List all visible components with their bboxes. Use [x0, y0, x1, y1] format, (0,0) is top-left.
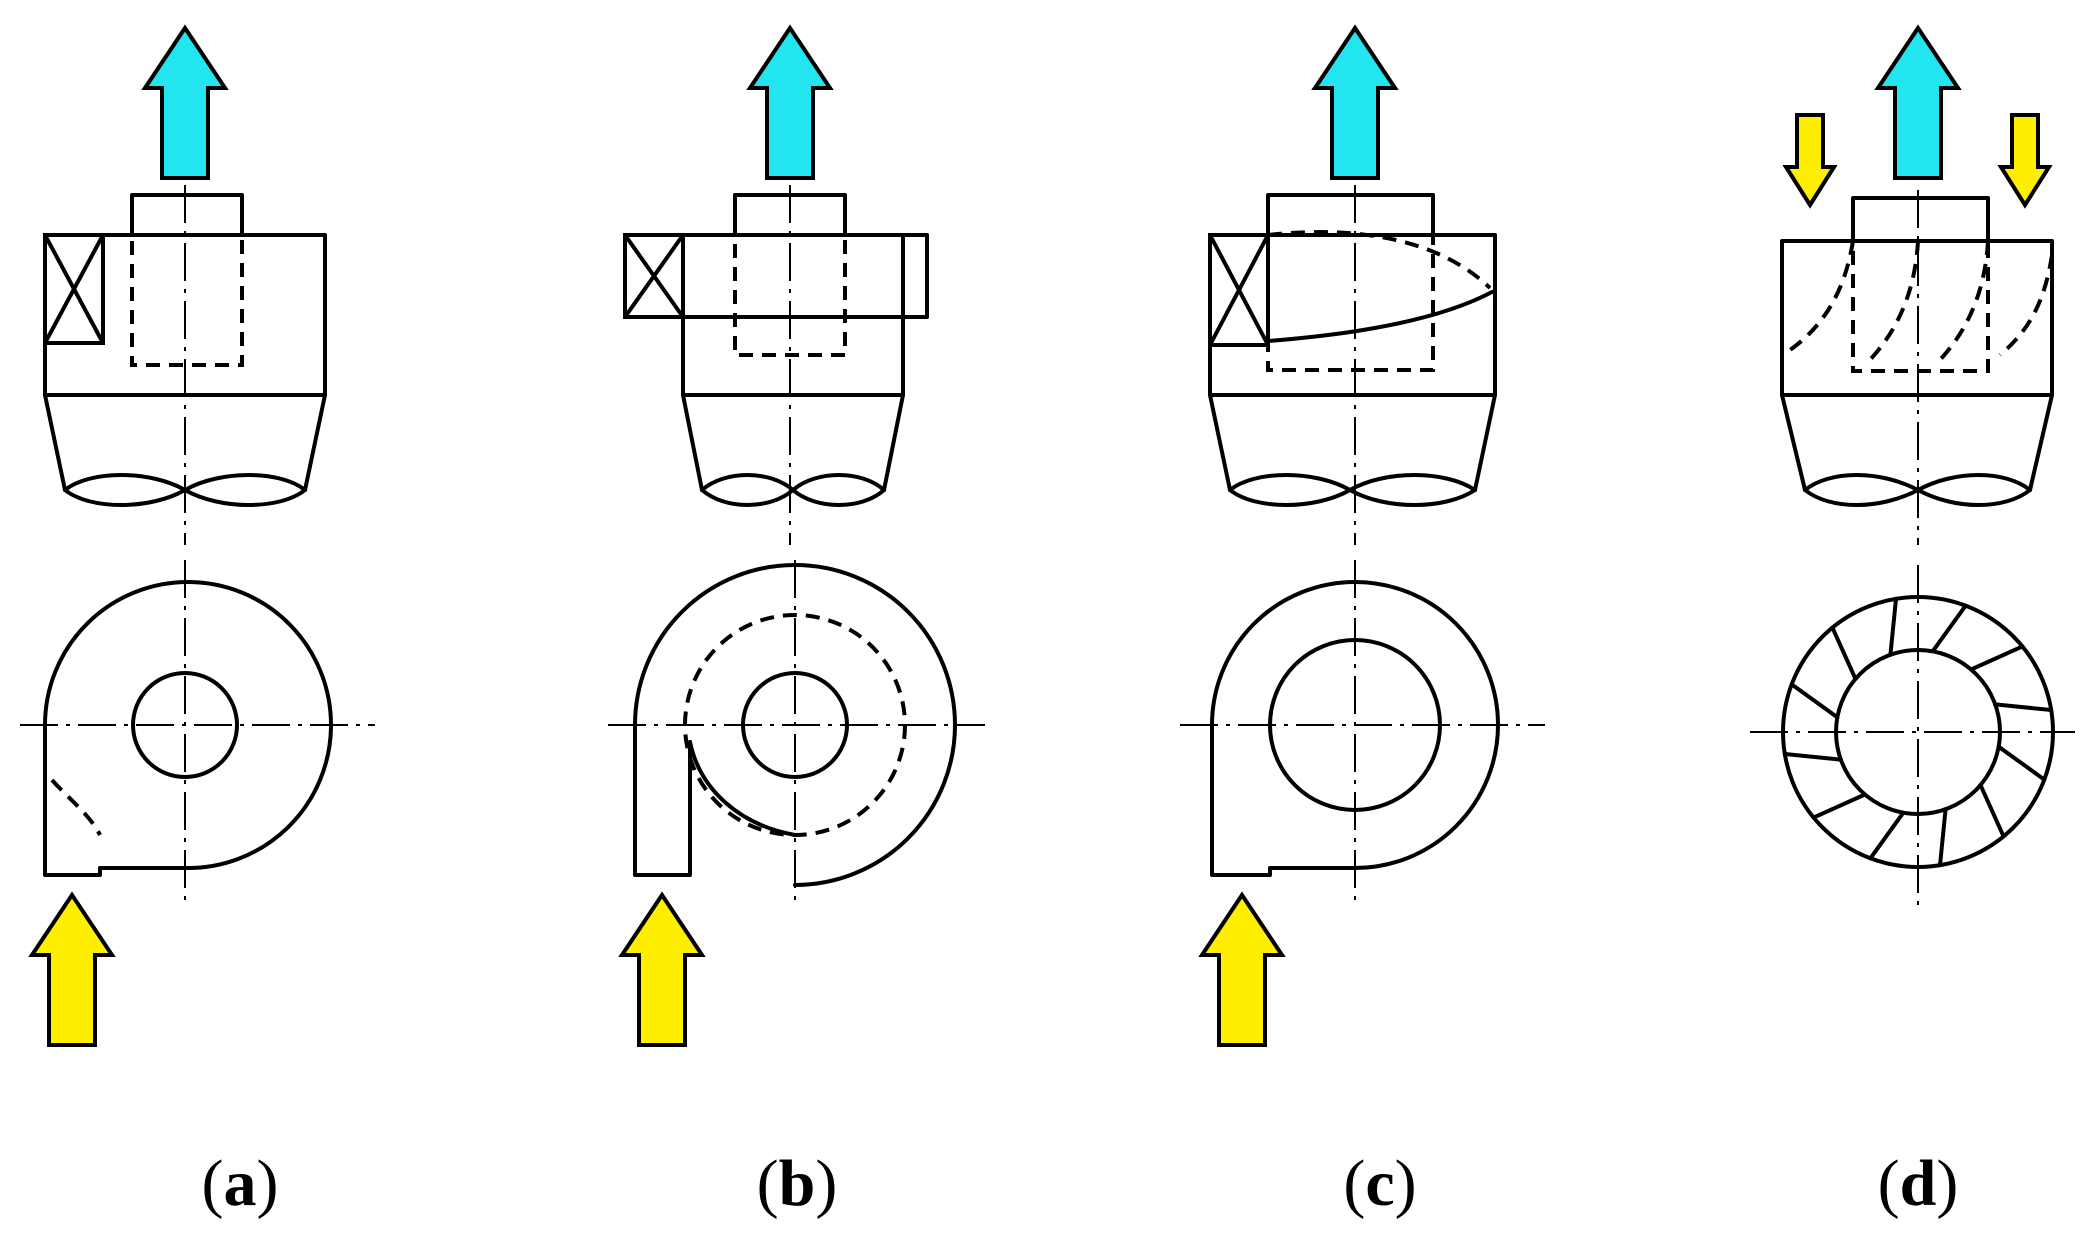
side-view-b	[623, 26, 929, 545]
tangential-inlet-outline	[43, 580, 333, 877]
inlet-arrow-icon	[1200, 893, 1284, 1047]
axial-inlet-arrow-right-icon	[1999, 113, 2051, 207]
cone-cut-back	[700, 473, 886, 507]
top-view-b	[608, 560, 985, 1047]
side-view-c	[1208, 26, 1497, 545]
helical-roof-hidden	[1267, 230, 1492, 290]
panel-d: (d)	[1750, 26, 2075, 1220]
inlet-duct-icon	[1208, 233, 1270, 347]
outlet-arrow-icon	[1876, 26, 1960, 180]
side-view-a	[43, 26, 327, 545]
cone-cut-back	[1228, 473, 1477, 507]
inlet-arrow-icon	[30, 893, 114, 1047]
guide-vane	[1782, 752, 1843, 762]
cone-body	[681, 393, 905, 492]
outlet-pipe	[130, 193, 244, 237]
panel-b: (b)	[608, 26, 985, 1220]
cone-body	[43, 393, 327, 492]
top-view-a	[20, 560, 375, 1047]
guide-vane	[1830, 625, 1858, 681]
axial-inlet-arrow-left-icon	[1784, 113, 1836, 207]
volute-inlet-outline	[633, 563, 957, 887]
outlet-arrow-icon	[143, 26, 227, 180]
guide-vane	[1789, 682, 1840, 720]
outlet-pipe	[1851, 196, 1990, 243]
side-view-d	[1780, 26, 2054, 545]
outlet-pipe	[1266, 193, 1435, 237]
vortex-finder-hidden	[130, 233, 244, 367]
volute-wrap	[688, 740, 797, 837]
guide-vane	[1811, 792, 1867, 820]
cone-body	[1780, 393, 2054, 492]
panel-c: (c)	[1180, 26, 1545, 1220]
cone-body	[1208, 393, 1497, 492]
inlet-duct-icon	[43, 233, 105, 345]
guide-vane	[1969, 644, 2025, 672]
guide-vane	[1868, 810, 1906, 861]
helical-inlet-outline	[1210, 580, 1500, 877]
inlet-arrow-icon	[620, 893, 704, 1047]
top-view-c	[1180, 560, 1545, 1047]
caption-d: (d)	[1878, 1147, 1959, 1220]
guide-vane	[1978, 783, 2006, 839]
vortex-finder-hidden	[1851, 239, 1990, 373]
guide-vane	[1930, 603, 1968, 654]
guide-vane	[1993, 702, 2054, 712]
caption-a: (a)	[202, 1147, 279, 1220]
vortex-finder-hidden	[1266, 233, 1435, 372]
guide-vanes-hidden	[1788, 240, 2054, 367]
outlet-circle	[131, 671, 239, 779]
guide-vane	[1996, 744, 2047, 782]
guide-vane	[1888, 596, 1898, 657]
inlet-duct-icon	[623, 233, 685, 319]
outlet-circle	[1834, 648, 2002, 816]
caption-c: (c)	[1343, 1147, 1416, 1220]
top-view-d	[1750, 565, 2075, 905]
inlet-hidden-edge	[50, 778, 102, 836]
outlet-arrow-icon	[1313, 26, 1397, 180]
panel-a: (a)	[20, 26, 375, 1220]
guide-vanes	[1782, 596, 2054, 868]
guide-vane	[1938, 807, 1948, 868]
outlet-arrow-icon	[748, 26, 832, 180]
caption-b: (b)	[757, 1147, 838, 1220]
